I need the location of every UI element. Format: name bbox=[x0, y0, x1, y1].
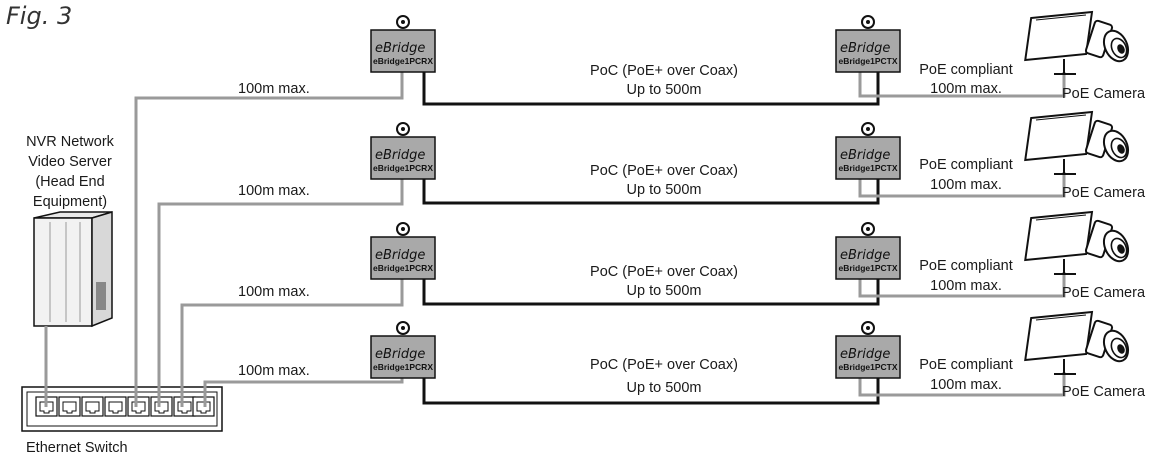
receiver-model: eBridge1PCRX bbox=[373, 163, 433, 173]
ethernet-switch bbox=[21, 386, 223, 432]
switch-cable-2 bbox=[157, 173, 404, 407]
coax-cable bbox=[422, 173, 880, 205]
cable-length-label: 100m max. bbox=[238, 284, 310, 300]
poe-label-line-1: PoE compliant bbox=[919, 62, 1013, 78]
poe-cable bbox=[858, 272, 1066, 298]
poe-cable bbox=[858, 66, 1066, 98]
receiver-model: eBridge1PCRX bbox=[373, 263, 433, 273]
cable-length-label: 100m max. bbox=[238, 183, 310, 199]
port-icon bbox=[104, 396, 127, 417]
coax-label-line-1: PoC (PoE+ over Coax) bbox=[590, 264, 738, 280]
camera-label: PoE Camera bbox=[1062, 285, 1146, 301]
coax-label-line-1: PoC (PoE+ over Coax) bbox=[590, 357, 738, 373]
poe-cable bbox=[858, 172, 1066, 198]
receiver-model: eBridge1PCRX bbox=[373, 362, 433, 372]
coax-cable bbox=[422, 372, 880, 405]
figure-label: Fig. 3 bbox=[6, 2, 72, 30]
port-icon bbox=[81, 396, 104, 417]
receiver-model: eBridge1PCRX bbox=[373, 56, 433, 66]
poe-label-line-1: PoE compliant bbox=[919, 258, 1013, 274]
transmitter-brand: eBridge bbox=[840, 248, 890, 263]
camera-icon bbox=[1024, 311, 1134, 375]
transmitter-model: eBridge1PCTX bbox=[838, 263, 897, 273]
camera-label: PoE Camera bbox=[1062, 384, 1146, 400]
transmitter-model: eBridge1PCTX bbox=[838, 56, 897, 66]
camera-icon bbox=[1024, 11, 1134, 75]
coax-label-line-2: Up to 500m bbox=[627, 380, 702, 396]
coax-cable bbox=[422, 66, 880, 106]
receiver-brand: eBridge bbox=[375, 248, 425, 263]
coax-label-line-2: Up to 500m bbox=[627, 283, 702, 299]
row-1: 100m max. eBridge eBridge1PCRX PoC (PoE+… bbox=[238, 11, 1146, 106]
poe-label-line-1: PoE compliant bbox=[919, 157, 1013, 173]
transmitter-model: eBridge1PCTX bbox=[838, 362, 897, 372]
head-end-line-1: NVR Network bbox=[26, 134, 115, 150]
poe-label-line-1: PoE compliant bbox=[919, 357, 1013, 373]
transmitter-model: eBridge1PCTX bbox=[838, 163, 897, 173]
row-4: 100m max. eBridge eBridge1PCRX PoC (PoE+… bbox=[238, 311, 1146, 405]
head-end-line-3: (Head End bbox=[35, 174, 104, 190]
switch-label: Ethernet Switch bbox=[26, 440, 128, 456]
cable-length-label: 100m max. bbox=[238, 81, 310, 97]
coax-label-line-1: PoC (PoE+ over Coax) bbox=[590, 163, 738, 179]
transmitter-brand: eBridge bbox=[840, 148, 890, 163]
poe-label-line-2: 100m max. bbox=[930, 81, 1002, 97]
transmitter-brand: eBridge bbox=[840, 347, 890, 362]
coax-label-line-2: Up to 500m bbox=[627, 182, 702, 198]
port-icon bbox=[127, 396, 150, 417]
switch-cable-3 bbox=[180, 273, 404, 407]
receiver-brand: eBridge bbox=[375, 347, 425, 362]
poe-cable bbox=[858, 372, 1066, 397]
switch-cable-1 bbox=[134, 66, 404, 407]
server-icon bbox=[33, 210, 113, 328]
receiver-brand: eBridge bbox=[375, 148, 425, 163]
coax-cable bbox=[422, 273, 880, 306]
camera-label: PoE Camera bbox=[1062, 86, 1146, 102]
head-end-line-4: Equipment) bbox=[33, 194, 107, 210]
head-end-line-2: Video Server bbox=[28, 154, 112, 170]
row-2: 100m max. eBridge eBridge1PCRX PoC (PoE+… bbox=[238, 111, 1146, 205]
port-icon bbox=[150, 396, 173, 417]
receiver-brand: eBridge bbox=[375, 41, 425, 56]
transmitter-brand: eBridge bbox=[840, 41, 890, 56]
head-end-label: NVR Network Video Server (Head End Equip… bbox=[26, 134, 115, 210]
port-icon bbox=[173, 396, 196, 417]
camera-icon bbox=[1024, 111, 1134, 175]
coax-label-line-2: Up to 500m bbox=[627, 82, 702, 98]
coax-label-line-1: PoC (PoE+ over Coax) bbox=[590, 63, 738, 79]
poe-label-line-2: 100m max. bbox=[930, 177, 1002, 193]
cable-length-label: 100m max. bbox=[238, 363, 310, 379]
camera-label: PoE Camera bbox=[1062, 185, 1146, 201]
poe-label-line-2: 100m max. bbox=[930, 377, 1002, 393]
port-icon bbox=[58, 396, 81, 417]
poe-label-line-2: 100m max. bbox=[930, 278, 1002, 294]
camera-icon bbox=[1024, 211, 1134, 275]
row-3: 100m max. eBridge eBridge1PCRX PoC (PoE+… bbox=[238, 211, 1146, 306]
